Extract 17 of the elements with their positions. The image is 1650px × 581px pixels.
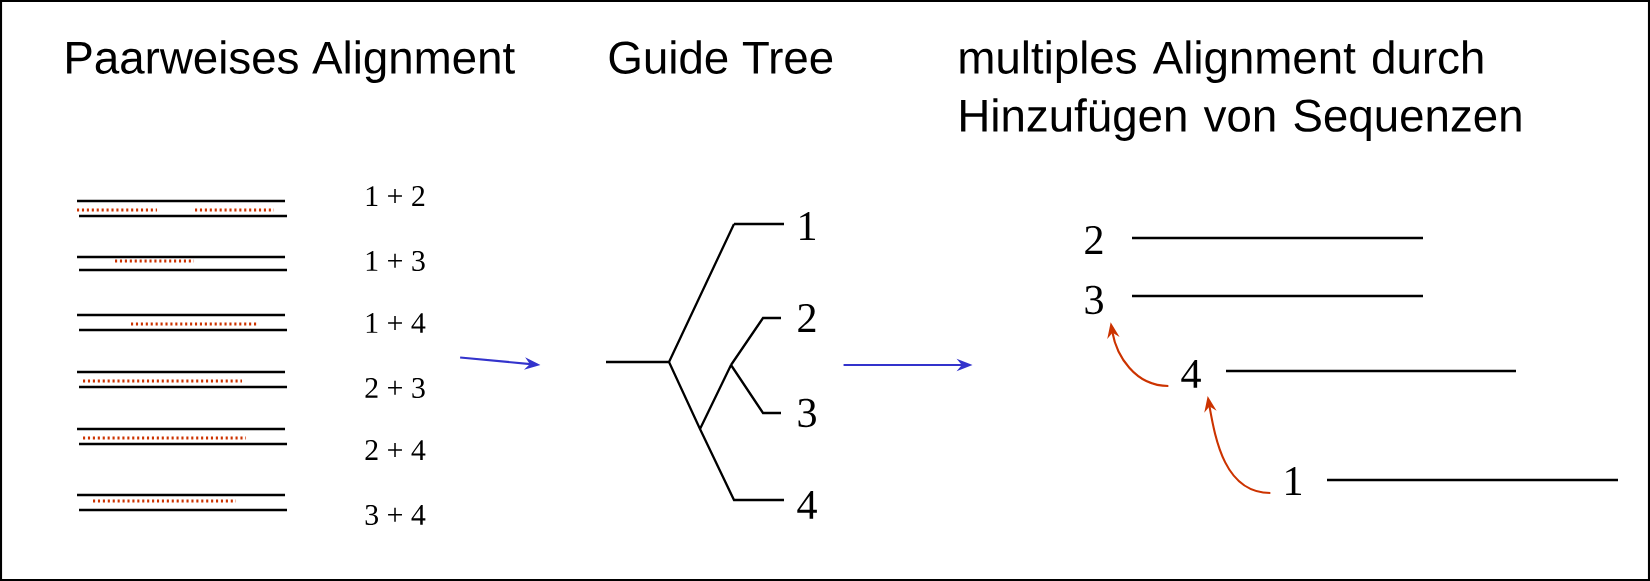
leaf-number: 2 (798, 304, 816, 332)
heading: Guide Tree (609, 40, 833, 74)
sequence-number: 3 (1085, 285, 1103, 315)
pair-label: 3 + 4 (365, 504, 426, 526)
leaf-number: 3 (798, 398, 816, 428)
sequence-number: 4 (1181, 360, 1201, 388)
pair-label: 1 + 2 (366, 186, 425, 206)
sequence-number: 2 (1085, 226, 1103, 254)
heading: multiples Alignment durch Hinzufügen von Sequenzen (960, 40, 1521, 141)
pair-label: 1 + 4 (366, 313, 426, 333)
sequence-number: 1 (1286, 467, 1301, 495)
heading: Paarweises Alignment (67, 40, 515, 83)
pair-label: 2 + 3 (365, 377, 425, 399)
leaf-number: 4 (797, 491, 817, 519)
pair-label: 2 + 4 (365, 440, 426, 460)
pair-label: 1 + 3 (366, 250, 425, 272)
leaf-number: 1 (800, 212, 815, 240)
